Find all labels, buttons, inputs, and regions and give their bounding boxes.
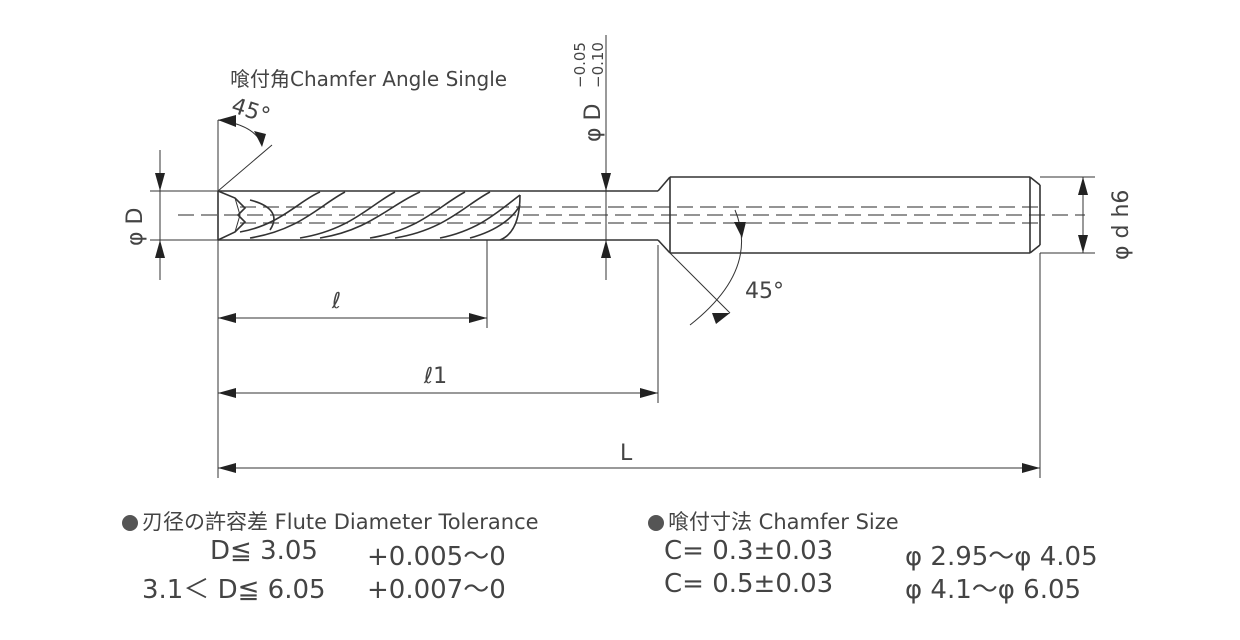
- flute-body: [217, 190, 521, 241]
- flute-tolerance-row-1-value: +0.005～0: [367, 542, 506, 572]
- length-L-label: L: [620, 441, 633, 466]
- shank: [657, 176, 1041, 254]
- chamfer-size-row-1-c: C= 0.3±0.03: [664, 536, 834, 566]
- neck-diameter-dimension: [601, 35, 611, 280]
- flute-tolerance-heading: 刃径の許容差 Flute Diameter Tolerance: [142, 510, 539, 534]
- flute-diameter-label: φ D: [123, 208, 148, 246]
- length-L-dimension: [218, 463, 1040, 473]
- neck-diameter-label: φ D: [581, 104, 606, 142]
- flute-tolerance-row-1-range: D≦ 3.05: [210, 536, 318, 566]
- flute-tolerance-row-2-value: +0.007～0: [367, 575, 506, 605]
- chamfer-angle-label: 喰付角Chamfer Angle Single: [230, 67, 507, 91]
- shank-diameter-label: φ d h6: [1109, 190, 1134, 260]
- chamfer-size-row-2-range: φ 4.1～φ 6.05: [905, 575, 1082, 605]
- neck-tolerance-upper: −0.05: [571, 42, 589, 88]
- length-l1-label: ℓ1: [423, 364, 447, 389]
- chamfer-size-row-2-c: C= 0.5±0.03: [664, 569, 834, 599]
- flute-tolerance-row-2-range: 3.1＜ D≦ 6.05: [142, 575, 326, 605]
- length-l-dimension: [218, 313, 487, 323]
- chamfer-angle-dimension: [217, 115, 273, 192]
- flute-diameter-dimension: [155, 150, 165, 280]
- length-l1-dimension: [218, 388, 658, 398]
- extension-lines: [150, 120, 1095, 478]
- chamfer-size-row-1-range: φ 2.95～φ 4.05: [905, 542, 1098, 572]
- bullet-icon: [648, 515, 664, 531]
- bullet-icon: [122, 515, 138, 531]
- chamfer-size-title: 喰付寸法 Chamfer Size: [648, 506, 899, 536]
- neck-tolerance-lower: −0.10: [589, 42, 607, 88]
- shank-angle-dimension: [669, 209, 746, 326]
- shank-diameter-dimension: [1078, 177, 1088, 253]
- flute-tolerance-title: 刃径の許容差 Flute Diameter Tolerance: [122, 506, 539, 536]
- shank-angle-value: 45°: [745, 279, 784, 304]
- chamfer-size-heading: 喰付寸法 Chamfer Size: [668, 510, 899, 534]
- length-l-label: ℓ: [331, 289, 341, 314]
